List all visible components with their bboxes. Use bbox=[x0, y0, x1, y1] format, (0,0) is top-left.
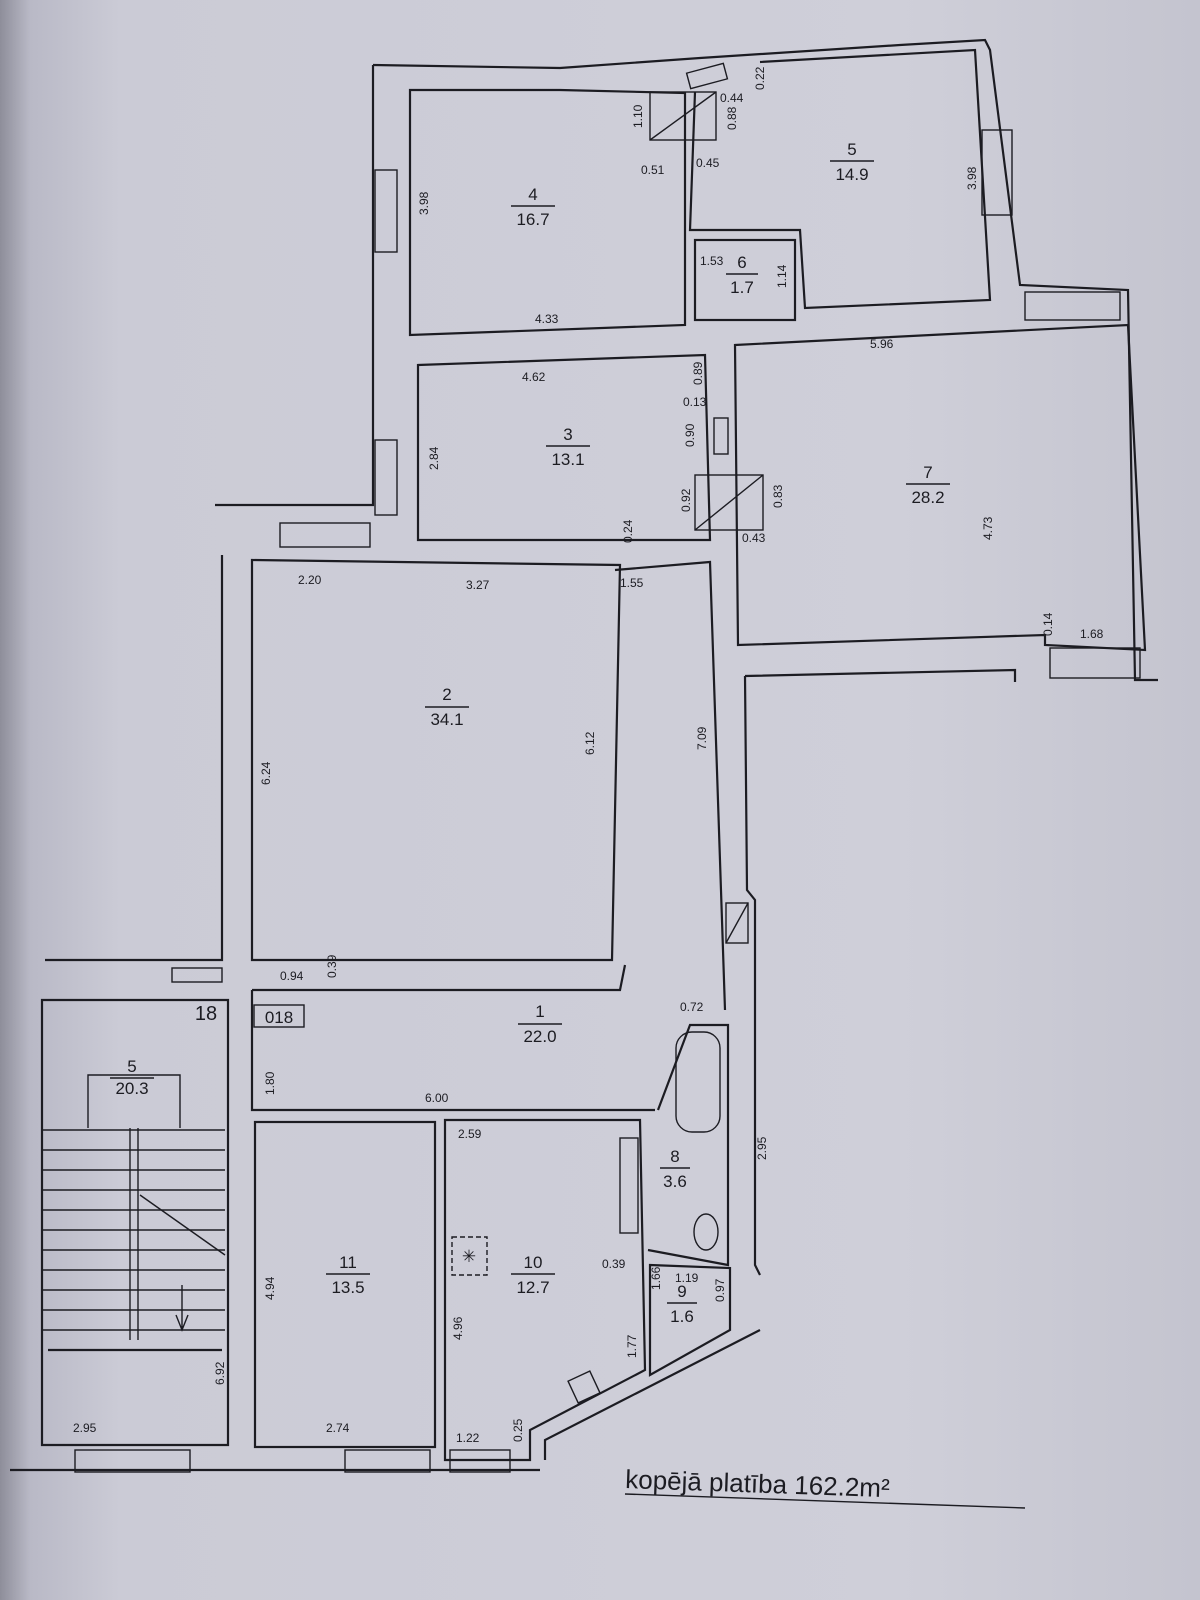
dimension-label: 0.88 bbox=[725, 106, 739, 130]
dimension-label: 4.33 bbox=[535, 312, 559, 326]
dimension-label: 0.24 bbox=[621, 519, 635, 543]
dimension-label: 7 bbox=[923, 463, 932, 482]
dimension-label: 0.90 bbox=[683, 423, 697, 447]
dimension-label: 0.83 bbox=[771, 484, 785, 508]
dimension-label: 1.6 bbox=[670, 1307, 694, 1326]
dimension-label: 4 bbox=[528, 185, 537, 204]
room-stairwell: 520.3 bbox=[110, 1057, 154, 1098]
dimension-label: 1 bbox=[535, 1002, 544, 1021]
dimension-label: 0.13 bbox=[683, 395, 707, 409]
room-11: 11 13.5 bbox=[326, 1253, 370, 1297]
dimension-label: 0.45 bbox=[696, 156, 720, 170]
dimension-label: 0.44 bbox=[720, 91, 744, 105]
dimension-label: 2.20 bbox=[298, 573, 322, 587]
dimension-label: 2.95 bbox=[755, 1136, 769, 1160]
dimension-label: 34.1 bbox=[430, 710, 463, 729]
room-5: 514.9 bbox=[830, 140, 874, 184]
dimension-label: 6.00 bbox=[425, 1091, 449, 1105]
dimension-label: 12.7 bbox=[516, 1278, 549, 1297]
dimension-label: 3.98 bbox=[965, 166, 979, 190]
dimension-label: 0.43 bbox=[742, 531, 766, 545]
room-labels: 122.0 234.1 313.1 416.7 514.9 61.7 728.2… bbox=[110, 140, 950, 1326]
dimension-label: 4.62 bbox=[522, 370, 546, 384]
dimension-label: 16.7 bbox=[516, 210, 549, 229]
dimension-label: 7.09 bbox=[695, 726, 709, 750]
dimension-label: 2.74 bbox=[326, 1421, 350, 1435]
dimension-label: 4.73 bbox=[981, 516, 995, 540]
dimension-label: 4.96 bbox=[451, 1316, 465, 1340]
dimension-label: 3 bbox=[563, 425, 572, 444]
dimension-label: 2.84 bbox=[427, 446, 441, 470]
dimension-label: 5.96 bbox=[870, 337, 894, 351]
dimension-label: 14.9 bbox=[835, 165, 868, 184]
dimension-label: 1.7 bbox=[730, 278, 754, 297]
dimension-label: 1.10 bbox=[631, 104, 645, 128]
dimension-label: 1.80 bbox=[263, 1071, 277, 1095]
walls: ✳ bbox=[10, 38, 1158, 1473]
dimension-label: 13.5 bbox=[331, 1278, 364, 1297]
dimension-label: 1.14 bbox=[775, 264, 789, 288]
dimension-label: 6.12 bbox=[583, 731, 597, 755]
dimension-label: 0.72 bbox=[680, 1000, 704, 1014]
dimension-label: 1.66 bbox=[649, 1266, 663, 1290]
dimension-label: 0.51 bbox=[641, 163, 665, 177]
dimension-label: 4.94 bbox=[263, 1276, 277, 1300]
dimension-label: 6 bbox=[737, 253, 746, 272]
fan-icon: ✳ bbox=[462, 1247, 476, 1266]
dimension-label: 0.25 bbox=[511, 1418, 525, 1442]
room-4: 416.7 bbox=[511, 185, 555, 229]
dimension-label: 3.6 bbox=[663, 1172, 687, 1191]
dimension-label: 0.39 bbox=[602, 1257, 626, 1271]
dimension-label: 2.59 bbox=[458, 1127, 482, 1141]
dimension-label: 1.55 bbox=[620, 576, 644, 590]
dimension-label: 0.92 bbox=[679, 488, 693, 512]
room-2: 234.1 bbox=[425, 685, 469, 729]
dimensions: 3.98 4.33 1.10 0.51 0.45 0.44 0.88 0.22 … bbox=[73, 66, 1104, 1445]
total-area-caption: kopējā platība 162.2m² bbox=[625, 1464, 891, 1503]
room-3: 313.1 bbox=[546, 425, 590, 469]
dimension-label: 1.68 bbox=[1080, 627, 1104, 641]
dimension-label: 3.98 bbox=[417, 191, 431, 215]
room-7: 728.2 bbox=[906, 463, 950, 507]
room-6: 61.7 bbox=[726, 253, 758, 297]
dimension-label: 6.92 bbox=[213, 1361, 227, 1385]
dimension-label: 0.97 bbox=[713, 1278, 727, 1302]
dimension-label: 2 bbox=[442, 685, 451, 704]
dimension-label: 5 bbox=[847, 140, 856, 159]
dimension-label: 8 bbox=[670, 1147, 679, 1166]
room-1: 122.0 bbox=[518, 1002, 562, 1046]
dimension-label: 5 bbox=[127, 1057, 136, 1076]
room-9: 91.6 bbox=[667, 1282, 697, 1326]
dimension-label: 10 bbox=[524, 1253, 543, 1272]
dimension-label: 1.77 bbox=[625, 1334, 639, 1358]
room-8: 83.6 bbox=[660, 1147, 690, 1191]
dimension-label: 0.22 bbox=[753, 66, 767, 90]
dimension-label: 3.27 bbox=[466, 578, 490, 592]
dimension-label: 0.94 bbox=[280, 969, 304, 983]
dimension-label: 28.2 bbox=[911, 488, 944, 507]
dimension-label: 6.24 bbox=[259, 761, 273, 785]
dimension-label: 9 bbox=[677, 1282, 686, 1301]
dimension-label: 0.39 bbox=[325, 954, 339, 978]
dimension-label: 1.19 bbox=[675, 1271, 699, 1285]
dimension-label: 1.22 bbox=[456, 1431, 480, 1445]
room-10: 10 12.7 bbox=[511, 1253, 555, 1297]
dimension-label: 0.89 bbox=[691, 361, 705, 385]
stair-number: 18 bbox=[195, 1003, 217, 1025]
dimension-label: 0.14 bbox=[1041, 612, 1055, 636]
dimension-label: 1.53 bbox=[700, 254, 724, 268]
dimension-label: 20.3 bbox=[115, 1079, 148, 1098]
dimension-label: 22.0 bbox=[523, 1027, 556, 1046]
apartment-code: 018 bbox=[265, 1008, 293, 1027]
dimension-label: 13.1 bbox=[551, 450, 584, 469]
dimension-label: 11 bbox=[339, 1253, 357, 1272]
dimension-label: 2.95 bbox=[73, 1421, 97, 1435]
